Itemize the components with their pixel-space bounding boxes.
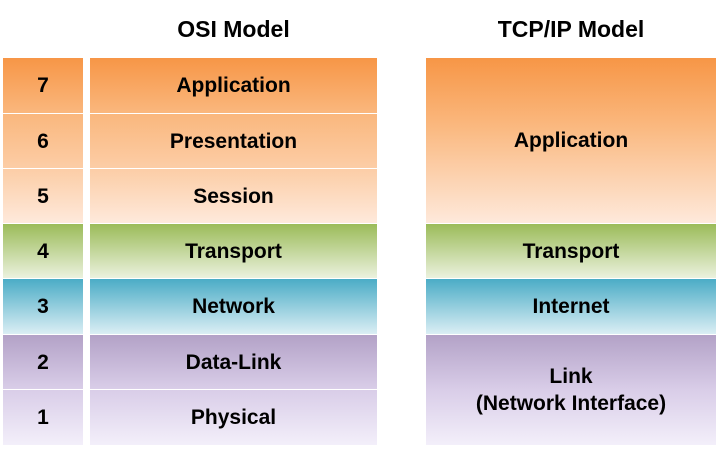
layer-number-5: 5 — [3, 169, 83, 223]
tcpip-layer-application: Application — [426, 58, 716, 223]
layer-number-6: 6 — [3, 114, 83, 168]
tcpip-layer-link-sublabel: (Network Interface) — [475, 392, 667, 415]
osi-layer-transport: Transport — [90, 224, 377, 278]
osi-model-title: OSI Model — [177, 16, 290, 42]
tcpip-layer-link-label: Link — [549, 365, 593, 388]
layer-number-7: 7 — [3, 58, 83, 113]
osi-layer-network: Network — [90, 279, 377, 334]
tcpip-model-title: TCP/IP Model — [497, 16, 645, 42]
osi-layer-presentation: Presentation — [90, 114, 377, 168]
osi-layer-physical: Physical — [90, 390, 377, 445]
osi-layer-data-link: Data-Link — [90, 335, 377, 389]
layer-number-4: 4 — [3, 224, 83, 278]
osi-layer-application: Application — [90, 58, 377, 113]
layer-number-3: 3 — [3, 279, 83, 334]
osi-layer-session: Session — [90, 169, 377, 223]
layer-number-1: 1 — [3, 390, 83, 445]
tcpip-layer-internet: Internet — [426, 279, 716, 334]
layer-number-2: 2 — [3, 335, 83, 389]
tcpip-layer-link: Link (Network Interface) — [426, 335, 716, 445]
tcpip-layer-transport: Transport — [426, 224, 716, 278]
